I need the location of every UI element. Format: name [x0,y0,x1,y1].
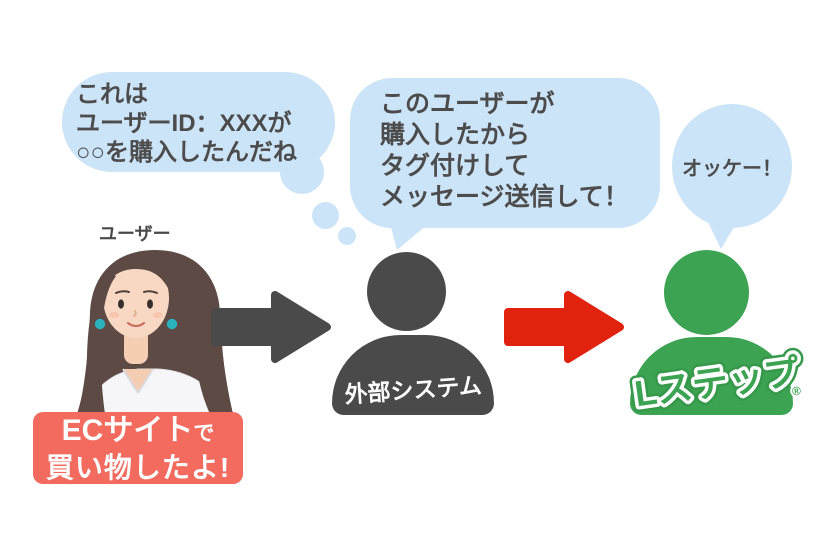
ec-site-badge: ECサイトで 買い物したよ! [33,412,243,484]
earring-icon [166,318,178,330]
flow-arrow-red-icon [504,291,624,363]
speech-line-3: タグ付けして [380,152,530,180]
thought-line-3: ○○を購入したんだね [76,139,297,166]
external-system-person-body [332,335,494,415]
external-system-person-icon [367,252,446,331]
svg-text:®: ® [791,383,802,398]
speech-line-2: 購入したから [380,121,531,149]
flow-arrow-icon [211,291,331,363]
earring-icon [94,318,106,330]
badge-line-2: 買い物したよ! [45,452,231,483]
ok-bubble-text: オッケー！ [682,157,782,180]
ok-bubble: オッケー！ [672,104,792,228]
thought-dot-small [338,227,356,245]
thought-line-1: これは [76,81,148,108]
user-label: ユーザー [99,224,171,244]
thought-bubble: これは ユーザーID：XXXが ○○を購入したんだね [62,72,335,172]
badge-line-1: ECサイトで [61,414,215,447]
lstep-person-body [630,337,793,415]
speech-bubble: このユーザーが 購入したから タグ付けして メッセージ送信して！ [350,78,660,228]
lstep-logo: Lステップ Lステップ Lステップ ® ® [626,345,808,421]
user-avatar-illustration [77,250,233,414]
thought-line-2: ユーザーID：XXXが [76,110,292,137]
ok-bubble-tail [708,222,737,249]
speech-line-4: メッセージ送信して！ [380,183,629,211]
speech-line-1: このユーザーが [380,90,555,118]
lstep-person-icon [664,250,749,335]
svg-text:Lステップ: Lステップ [632,351,802,415]
thought-dot-medium [312,202,339,229]
